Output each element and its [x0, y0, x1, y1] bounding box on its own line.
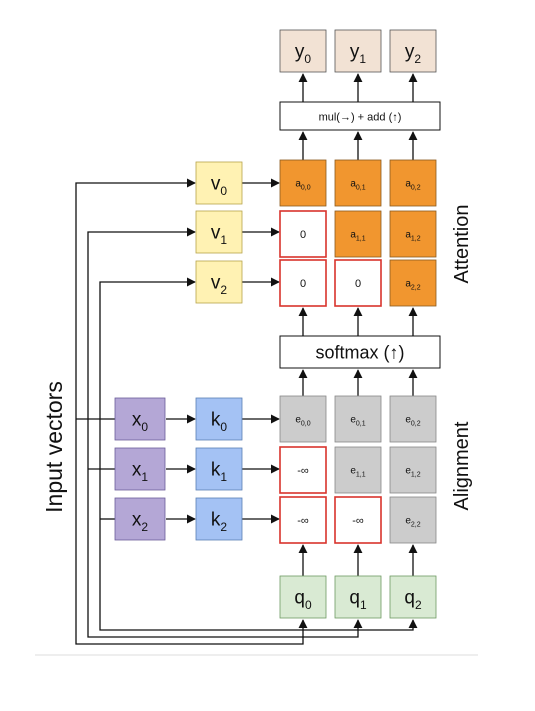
alignment-cell-0-0-label: e0,0 [295, 415, 310, 428]
alignment-cell-2-0: -∞ [279, 496, 327, 544]
alignment-cell-1-0-label: -∞ [297, 465, 309, 477]
output-y2-label: y2 [405, 42, 422, 66]
attention-cell-0-2: a0,2 [389, 159, 437, 207]
value-v1-label: v1 [211, 223, 228, 247]
output-y0-label: y0 [295, 42, 312, 66]
query-q0: q0 [279, 575, 327, 619]
attention-cell-2-0: 0 [279, 259, 327, 307]
input-x0-label: x0 [132, 410, 149, 434]
alignment-cell-0-0: e0,0 [279, 395, 327, 443]
query-q0-label: q0 [294, 588, 312, 612]
output-y0: y0 [279, 29, 327, 73]
diagram-cells: y0 y1 y2 a0,0 a0,1 a0,2 0 a1,1 a1,2 0 0 a2,2 v0 v1 v2 e… [114, 29, 437, 619]
attention-cell-0-1-label: a0,1 [350, 179, 365, 192]
input-x0: x0 [114, 397, 166, 441]
alignment-cell-1-1: e1,1 [334, 446, 382, 494]
key-k2: k2 [195, 497, 243, 541]
value-v2-label: v2 [211, 273, 228, 297]
alignment-label: Alignment [451, 421, 473, 510]
attention-cell-1-2-label: a1,2 [405, 230, 420, 243]
arrow-trunk0-to-q0 [75, 419, 308, 645]
alignment-cell-1-1-label: e1,1 [350, 466, 365, 479]
output-y2: y2 [389, 29, 437, 73]
input-x2: x2 [114, 497, 166, 541]
alignment-cell-0-1: e0,1 [334, 395, 382, 443]
alignment-cell-0-2-label: e0,2 [405, 415, 420, 428]
attention-cell-1-0: 0 [279, 210, 327, 258]
alignment-cell-0-2: e0,2 [389, 395, 437, 443]
attention-cell-1-1-label: a1,1 [350, 230, 365, 243]
output-y1-label: y1 [350, 42, 367, 66]
alignment-cell-2-2: e2,2 [389, 496, 437, 544]
input-x2-label: x2 [132, 510, 149, 534]
alignment-cell-1-2: e1,2 [389, 446, 437, 494]
value-v0: v0 [195, 161, 243, 205]
alignment-cell-1-0: -∞ [279, 446, 327, 494]
attention-cell-2-2-label: a2,2 [405, 279, 420, 292]
value-v1: v1 [195, 210, 243, 254]
input-x1: x1 [114, 447, 166, 491]
attention-cell-0-1: a0,1 [334, 159, 382, 207]
connector-lines [75, 73, 418, 645]
query-q2: q2 [389, 575, 437, 619]
attention-cell-1-2: a1,2 [389, 210, 437, 258]
key-k1: k1 [195, 447, 243, 491]
attention-label: Attention [451, 205, 473, 284]
key-k0-label: k0 [211, 410, 228, 434]
alignment-cell-2-2-label: e2,2 [405, 516, 420, 529]
attention-cell-1-1: a1,1 [334, 210, 382, 258]
arrow-trunk1-to-v1 [87, 227, 196, 469]
attention-cell-2-2: a2,2 [389, 259, 437, 307]
attention-cell-2-1-label: 0 [355, 278, 361, 290]
output-y1: y1 [334, 29, 382, 73]
alignment-cell-2-1-label: -∞ [352, 515, 364, 527]
key-k1-label: k1 [211, 460, 228, 484]
alignment-cell-1-2-label: e1,2 [405, 466, 420, 479]
attention-cell-2-0-label: 0 [300, 278, 306, 290]
input-x1-label: x1 [132, 460, 149, 484]
softmax-op-box: softmax (↑) [279, 335, 441, 369]
arrow-trunk2-to-v2 [99, 277, 196, 519]
attention-cell-0-0-label: a0,0 [295, 179, 310, 192]
combine-op-label: mul(→) + add (↑) [319, 112, 402, 124]
arrow-trunk1-to-q1 [87, 469, 363, 638]
alignment-cell-2-0-label: -∞ [297, 515, 309, 527]
value-v0-label: v0 [211, 174, 228, 198]
attention-cell-0-0: a0,0 [279, 159, 327, 207]
arrow-trunk0-to-v0 [75, 178, 196, 419]
key-k2-label: k2 [211, 510, 228, 534]
query-q1-label: q1 [349, 588, 367, 612]
input-vectors-label: Input vectors [41, 381, 67, 513]
key-k0: k0 [195, 397, 243, 441]
attention-cell-0-2-label: a0,2 [405, 179, 420, 192]
attention-cell-1-0-label: 0 [300, 229, 306, 241]
arrow-trunk2-to-q2 [99, 519, 418, 631]
attention-cell-2-1: 0 [334, 259, 382, 307]
alignment-cell-0-1-label: e0,1 [350, 415, 365, 428]
query-q2-label: q2 [404, 588, 422, 612]
combine-op-box: mul(→) + add (↑) [279, 101, 441, 131]
softmax-op-label: softmax (↑) [315, 343, 404, 363]
alignment-cell-2-1: -∞ [334, 496, 382, 544]
value-v2: v2 [195, 260, 243, 304]
query-q1: q1 [334, 575, 382, 619]
